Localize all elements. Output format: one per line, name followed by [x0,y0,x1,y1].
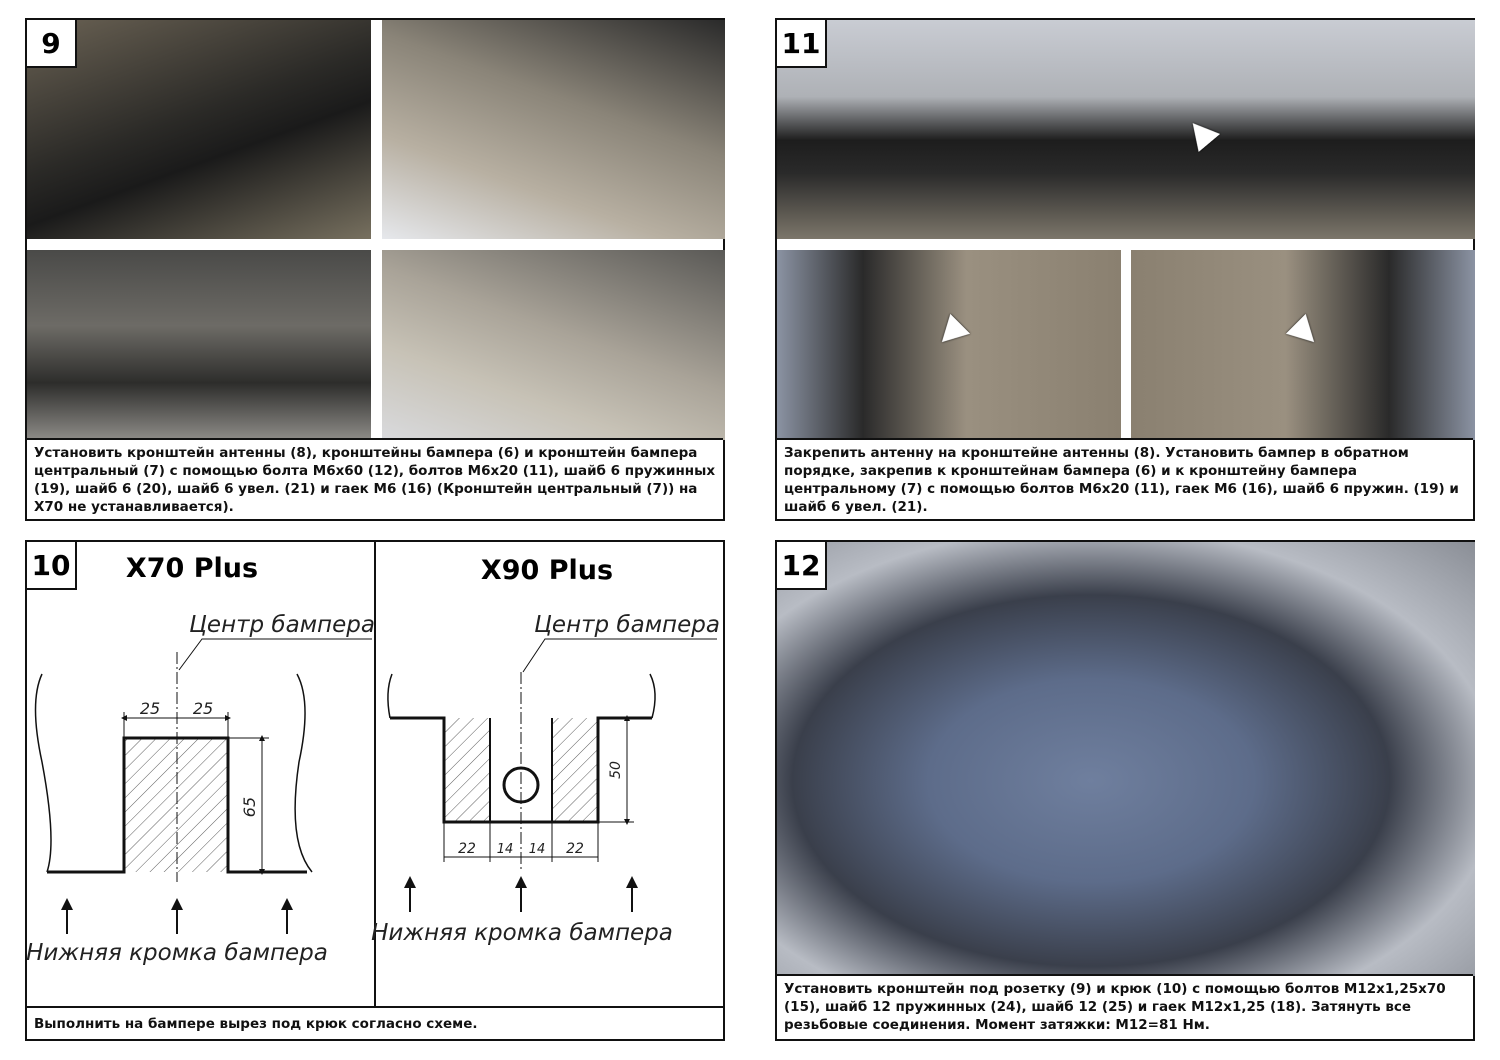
step-number: 12 [777,542,827,590]
x90-center-label: Центр бампера [534,612,720,638]
arrow-icon [1285,313,1325,353]
x90-title: X90 Plus [481,555,613,586]
photo-antenna-bracket [27,20,371,239]
photo-towbar-installed [777,542,1475,976]
x90-dim: 22 [566,841,584,857]
photo-antenna-mounted [777,20,1475,239]
photo-bumper-bracket-right [382,20,725,239]
photo-bumper-bracket-left [382,250,725,440]
step-caption: Установить кронштейн антенны (8), кроншт… [27,438,723,519]
x70-bottom-label: Нижняя кромка бампера [27,940,328,966]
x90-dim: 14 [529,842,546,857]
photo-bumper-right-fastening [1131,250,1475,440]
x90-dim: 14 [497,842,514,857]
arrow-icon [931,313,971,353]
x70-dim-left: 25 [140,699,160,718]
x90-dim-height: 50 [608,761,624,779]
x70-center-label: Центр бампера [189,612,375,638]
photo-central-bracket [27,250,371,440]
photo-bumper-left-fastening [777,250,1121,440]
x70-title: X70 Plus [126,553,258,584]
x70-dim-right: 25 [193,699,213,718]
bumper-cutout-diagram: X70 Plus Центр бампера 25 25 65 Нижняя к… [27,542,720,1007]
x70-dim-height: 65 [240,797,259,817]
x90-bottom-label: Нижняя кромка бампера [371,920,673,946]
leader-line [178,638,372,671]
x90-dim: 22 [458,841,476,857]
step-caption: Установить кронштейн под розетку (9) и к… [777,974,1473,1039]
step-caption: Выполнить на бампере вырез под крюк согл… [27,1006,723,1039]
step-number: 9 [27,20,77,68]
step-12-panel: 12 Установить кронштейн под розетку (9) … [775,540,1475,1041]
arrow-icon [1181,114,1221,152]
step-11-panel: 11 Закрепить антенну на кронштейне антен… [775,18,1475,521]
x70-cutout [124,738,228,872]
step-9-panel: 9 Установить кронштейн антенны (8), крон… [25,18,725,521]
step-caption: Закрепить антенну на кронштейне антенны … [777,438,1473,519]
step-number: 11 [777,20,827,68]
step-10-panel: 10 X70 Plus Центр бампера 25 25 65 Нижня… [25,540,725,1041]
step-number: 10 [27,542,77,590]
